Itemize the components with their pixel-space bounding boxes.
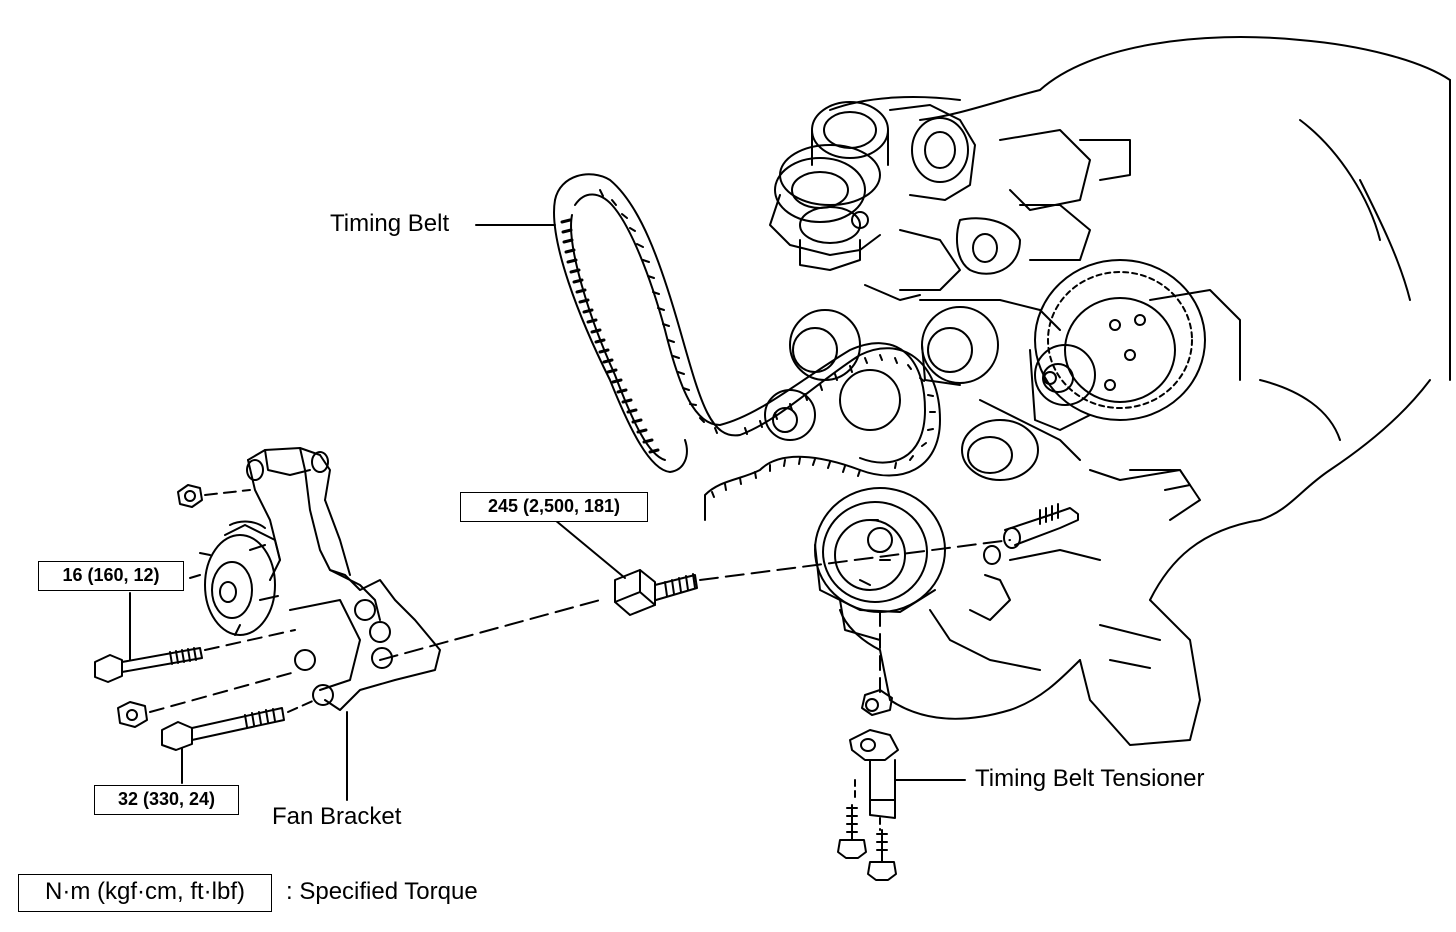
timing-belt-label: Timing Belt xyxy=(330,210,450,237)
camshaft-pulley-right xyxy=(1029,259,1241,431)
bolt-icon xyxy=(614,569,698,616)
bracket-bolt-upper xyxy=(94,647,203,683)
idler-pulleys xyxy=(764,306,1039,481)
fan-bracket-label: Fan Bracket xyxy=(272,803,402,830)
timing-belt-tensioner-label: Timing Belt Tensioner xyxy=(975,765,1205,792)
nut-icon-lower xyxy=(117,701,148,728)
fan-bracket xyxy=(189,447,441,711)
dowel-pin xyxy=(983,503,1079,565)
torque-box-bracket-bolt-lower: 32 (330, 24) xyxy=(94,785,239,815)
alignment-line-fan-bracket xyxy=(379,599,601,661)
timing-belt-icon xyxy=(553,173,941,521)
alignment-line-crank xyxy=(699,539,1011,581)
tensioner xyxy=(849,689,966,831)
legend-specified-torque: : Specified Torque xyxy=(286,878,478,905)
torque-box-crank-bolt: 245 (2,500, 181) xyxy=(460,492,648,522)
camshaft-pulley-upper xyxy=(769,101,889,271)
torque-box-bracket-bolt-upper: 16 (160, 12) xyxy=(38,561,184,591)
bracket-bolt-lower xyxy=(161,707,285,751)
legend-units-box: N·m (kgf·cm, ft·lbf) xyxy=(18,874,272,912)
alignment-line-nut-upper xyxy=(204,489,251,496)
alignment-line-bolt-upper xyxy=(204,629,296,651)
engine-block xyxy=(829,36,1451,746)
alignment-line-nut-lower xyxy=(149,671,296,713)
tensioner-bolt-right xyxy=(867,829,897,881)
alignment-line-bolt-lower xyxy=(287,699,316,713)
leader-crank-bolt xyxy=(554,519,626,579)
tensioner-bolt-left xyxy=(837,804,867,859)
nut-icon xyxy=(177,484,203,508)
cam-housing xyxy=(864,104,1131,331)
